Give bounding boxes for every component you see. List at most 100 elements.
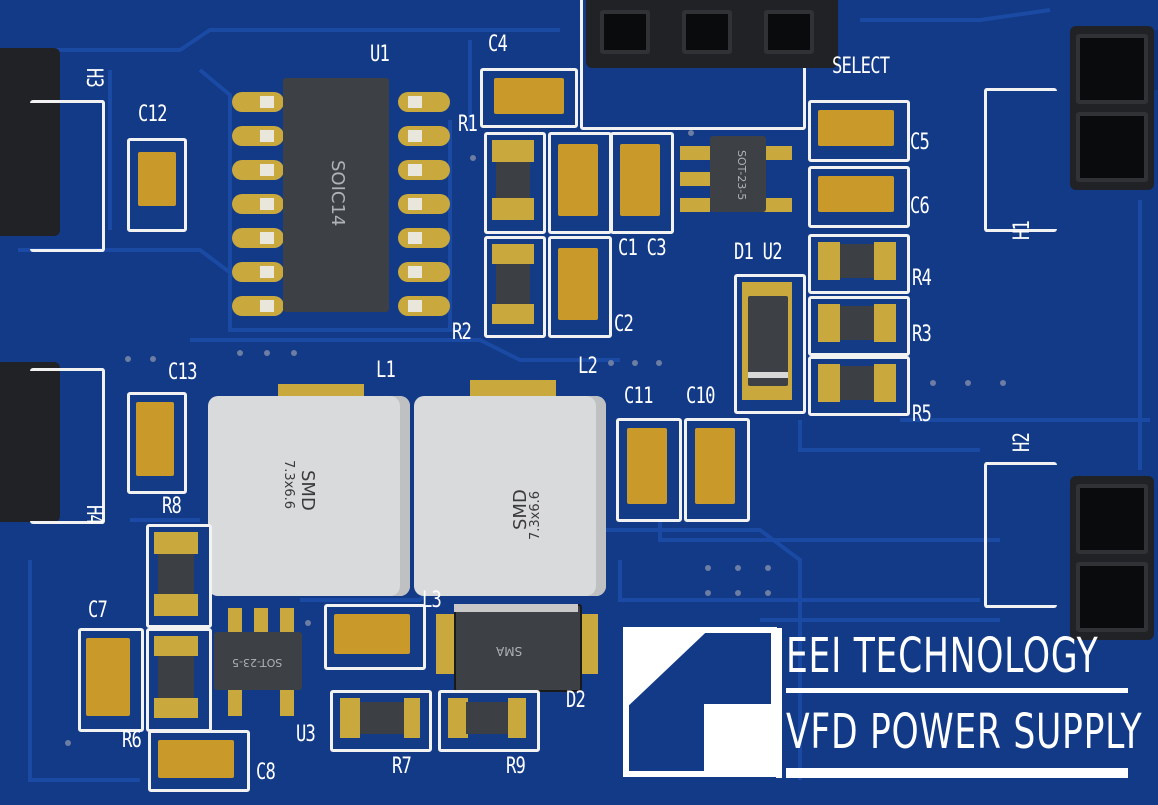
capacitor-c3: [620, 144, 660, 216]
label-r2: R2: [452, 320, 472, 345]
pad: [254, 608, 268, 634]
via: [65, 740, 71, 746]
u1-pin-pad: [398, 160, 450, 180]
pad: [818, 364, 840, 402]
label-r6: R6: [122, 728, 142, 753]
pad-hole: [408, 130, 422, 142]
pad: [228, 690, 242, 716]
u1-pin-pad: [232, 262, 284, 282]
via: [264, 350, 270, 356]
label-select: SELECT: [832, 54, 890, 79]
h4-outline: [30, 368, 105, 524]
capacitor-c10: [695, 428, 735, 504]
label-r9: R9: [506, 754, 526, 779]
capacitor-c6: [818, 176, 894, 212]
logo-line-1: EEI TECHNOLOGY: [786, 628, 1099, 684]
pad: [492, 140, 534, 162]
pad: [470, 380, 556, 400]
u1-pin-pad: [232, 228, 284, 248]
label-c5: C5: [910, 130, 930, 155]
label-h2: H2: [1010, 432, 1035, 452]
via: [930, 380, 936, 386]
pad: [280, 690, 294, 716]
resistor-r8: [158, 554, 194, 594]
via: [688, 130, 694, 136]
capacitor-c4: [494, 78, 564, 114]
pad: [818, 304, 840, 342]
header-pin: [1076, 112, 1148, 182]
h1-outline: [984, 88, 1057, 232]
logo-divider: [776, 628, 782, 778]
ic-u2: [710, 136, 766, 212]
capacitor-c11: [627, 428, 667, 504]
via: [291, 350, 297, 356]
pad: [340, 698, 360, 738]
via: [735, 565, 741, 571]
pad-hole: [260, 198, 274, 210]
u1-pin-pad: [398, 296, 450, 316]
label-c4: C4: [488, 32, 508, 57]
pad-hole: [260, 130, 274, 142]
header-h4: [0, 362, 60, 522]
pad: [874, 304, 896, 342]
pad-hole: [408, 300, 422, 312]
l2-size: 7.3x6.6: [528, 490, 543, 540]
u1-pin-pad: [232, 194, 284, 214]
label-d2: D2: [566, 688, 586, 713]
pad: [680, 198, 710, 212]
via: [1000, 380, 1006, 386]
pad: [154, 698, 198, 718]
label-u1: U1: [370, 42, 390, 67]
resistor-r4: [840, 244, 874, 278]
u2-package: SOT-23-5: [735, 150, 748, 201]
inductor-l1: [208, 396, 410, 596]
header-pin: [682, 10, 732, 54]
resistor-r6: [158, 656, 194, 698]
resistor-r7: [360, 702, 404, 734]
inductor-l3: [334, 614, 410, 654]
capacitor-c2: [558, 248, 598, 320]
label-r3: R3: [912, 322, 932, 347]
pad: [762, 146, 792, 160]
via: [305, 620, 311, 626]
pad: [492, 244, 534, 264]
logo-underline-2: [786, 768, 1128, 778]
label-c11: C11: [624, 384, 653, 409]
pad-hole: [408, 96, 422, 108]
diode-band: [748, 372, 788, 378]
pad-hole: [260, 266, 274, 278]
header-pin: [1076, 484, 1148, 554]
via: [765, 565, 771, 571]
pad: [228, 608, 242, 634]
pad: [492, 198, 534, 220]
label-c6: C6: [910, 194, 930, 219]
pad: [280, 608, 294, 634]
resistor-r3: [840, 306, 874, 340]
label-c13: C13: [168, 360, 197, 385]
via: [965, 380, 971, 386]
u1-pin-pad: [232, 92, 284, 112]
pad-hole: [408, 232, 422, 244]
header-pin: [1076, 34, 1148, 104]
capacitor-c13: [136, 402, 174, 476]
ic-u3: [214, 632, 302, 690]
label-l2: L2: [578, 354, 598, 379]
via: [705, 565, 711, 571]
pad: [762, 198, 792, 212]
pad: [154, 594, 198, 616]
label-r5: R5: [912, 402, 932, 427]
resistor-r2: [496, 264, 530, 304]
header-h3: [0, 48, 60, 236]
pad-hole: [260, 96, 274, 108]
u1-pin-pad: [398, 126, 450, 146]
l1-package: SMD: [297, 470, 318, 511]
label-c10: C10: [686, 384, 715, 409]
label-c2: C2: [614, 312, 634, 337]
pad-hole: [408, 266, 422, 278]
u1-pin-pad: [232, 126, 284, 146]
label-h1: H1: [1010, 220, 1035, 240]
header-pin: [1076, 562, 1148, 632]
label-r7: R7: [392, 754, 412, 779]
u1-package: SOIC14: [327, 160, 348, 227]
